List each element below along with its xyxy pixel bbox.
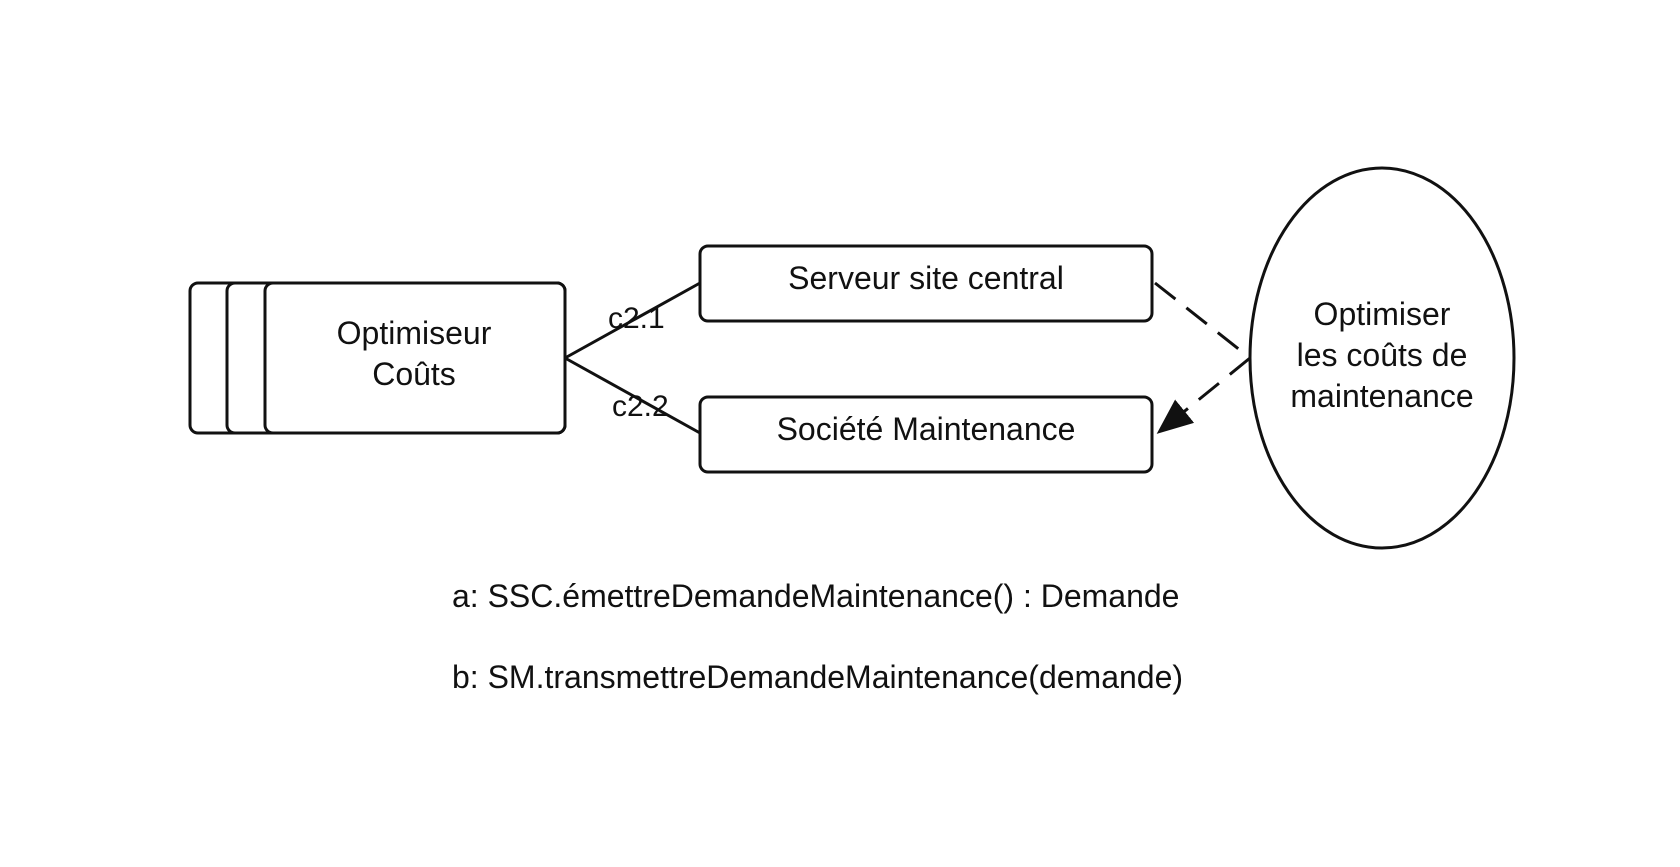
- link-label-c21: c2.1: [608, 302, 665, 335]
- serveur-label: Serveur site central: [788, 260, 1064, 296]
- link-c21: [564, 281, 701, 360]
- usecase-label-line3: maintenance: [1290, 378, 1473, 414]
- optimiseur-label-line2: Coûts: [372, 356, 456, 392]
- serveur-box: [698, 244, 1154, 323]
- link-c22: [564, 356, 701, 435]
- societe-maintenance-object[interactable]: Société Maintenance: [698, 395, 1154, 474]
- societe-label: Société Maintenance: [777, 411, 1076, 447]
- optimiseur-couts-multiobject[interactable]: Optimiseur Coûts: [188, 281, 567, 435]
- link-label-c22: c2.2: [612, 390, 669, 423]
- dashed-arrow-usecase-to-societe: [1156, 356, 1251, 434]
- message-note-a: a: SSC.émettreDemandeMaintenance() : Dem…: [452, 578, 1180, 614]
- usecase-optimiser-couts[interactable]: Optimiser les coûts de maintenance: [1248, 166, 1516, 550]
- message-note-b: b: SM.transmettreDemandeMaintenance(dema…: [452, 659, 1184, 695]
- usecase-label-line2: les coûts de: [1297, 337, 1468, 373]
- serveur-site-central-object[interactable]: Serveur site central: [698, 244, 1154, 323]
- dashed-link-serveur-to-usecase: [1154, 281, 1251, 360]
- societe-box: [698, 395, 1154, 474]
- usecase-ellipse: [1248, 166, 1516, 550]
- optimiseur-label-line1: Optimiseur: [337, 315, 492, 351]
- usecase-label-line1: Optimiser: [1314, 296, 1451, 332]
